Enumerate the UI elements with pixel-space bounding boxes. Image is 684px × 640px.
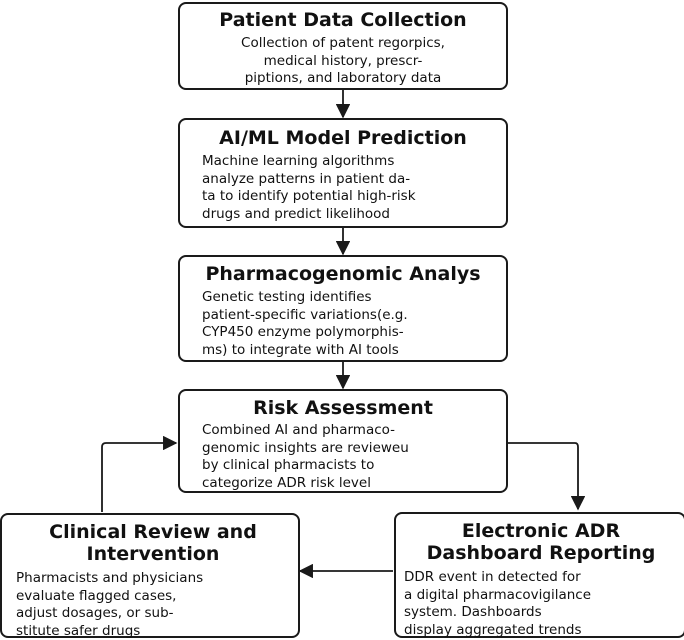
pharmacogenomic-analysis-box: Pharmacogenomic Analys Genetic testing i… <box>178 255 508 362</box>
clinical-review-title: Clinical Review and Intervention <box>49 521 257 565</box>
clinical-review-text: Pharmacists and physicians evaluate flag… <box>16 570 204 639</box>
risk-assessment-text: Combined AI and pharmaco- genomic insigh… <box>202 422 409 491</box>
ai-ml-model-prediction-title: AI/ML Model Prediction <box>219 127 467 149</box>
electronic-adr-dashboard-title: Electronic ADR Dashboard Reporting <box>426 520 656 564</box>
pharmacogenomic-analysis-text: Genetic testing identifies patient-speci… <box>202 289 408 358</box>
clinical-review-box: Clinical Review and Intervention Pharmac… <box>0 513 300 639</box>
patient-data-collection-title: Patient Data Collection <box>219 9 467 31</box>
electronic-adr-dashboard-box: Electronic ADR Dashboard Reporting DDR e… <box>394 512 684 638</box>
arrow-risk-to-dashboard <box>507 442 586 511</box>
ai-ml-model-prediction-box: AI/ML Model Prediction Machine learning … <box>178 118 508 228</box>
arrow-clinical-to-risk <box>101 435 178 512</box>
risk-assessment-title: Risk Assessment <box>253 397 433 419</box>
patient-data-collection-text: Collection of patent regorpics, medical … <box>241 35 445 86</box>
risk-assessment-box: Risk Assessment Combined AI and pharmaco… <box>178 389 508 493</box>
ai-ml-model-prediction-text: Machine learning algorithms analyze patt… <box>202 153 416 222</box>
pharmacogenomic-analysis-title: Pharmacogenomic Analys <box>205 263 481 285</box>
patient-data-collection-box: Patient Data Collection Collection of pa… <box>178 2 508 90</box>
